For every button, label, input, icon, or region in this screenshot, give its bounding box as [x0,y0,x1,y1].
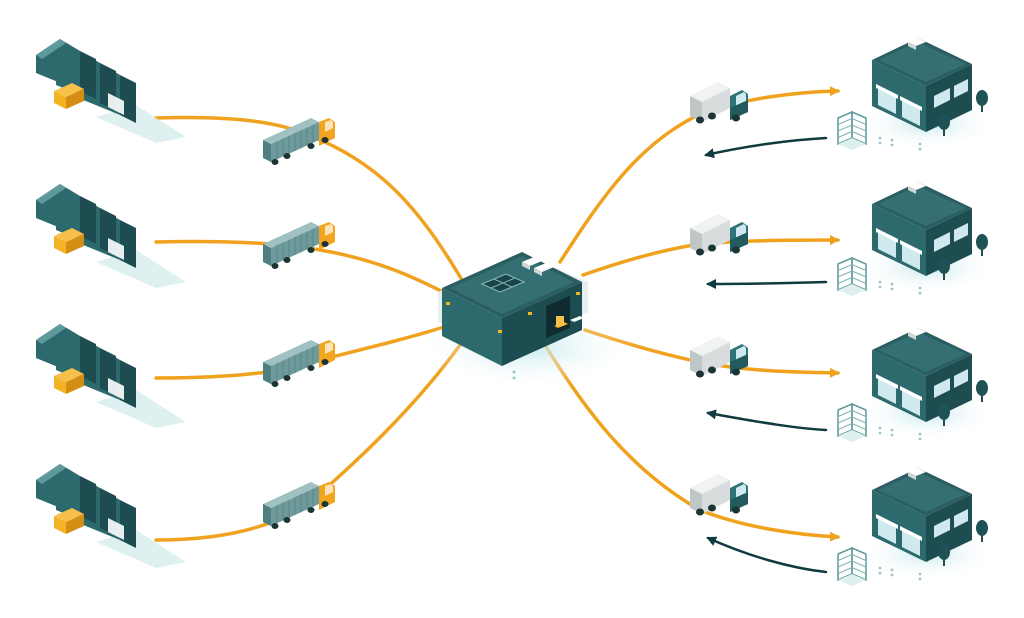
roll-cage-icon [837,256,867,296]
inbound-flow-line [154,239,457,300]
return-flow-line [706,536,828,574]
roll-cage-icon [837,110,867,150]
roll-cage-icon [837,402,867,442]
semi-truck-icon [263,482,335,529]
supplier-warehouse-icon [36,39,186,143]
delivery-truck-icon [690,474,748,516]
supplier-warehouse-icon [36,184,186,288]
nodes-layer [36,38,998,586]
semi-truck-icon [263,340,335,387]
delivery-truck-icon [690,336,748,378]
delivery-truck-icon [690,82,748,124]
distribution-center-icon [418,252,638,388]
semi-truck-icon [263,222,335,269]
return-flow-line [704,136,828,159]
retail-store-icon [858,328,998,441]
delivery-truck-icon [690,214,748,256]
supplier-warehouse-icon [36,324,186,428]
roll-cage-icon [837,546,867,586]
retail-store-icon [858,468,998,581]
retail-store-icon [858,38,998,151]
semi-truck-icon [263,118,335,165]
supplier-warehouse-icon [36,464,186,568]
outbound-flow-line [543,343,840,542]
return-flow-line [706,409,828,432]
retail-store-icon [858,182,998,295]
return-flow-line [706,278,828,289]
